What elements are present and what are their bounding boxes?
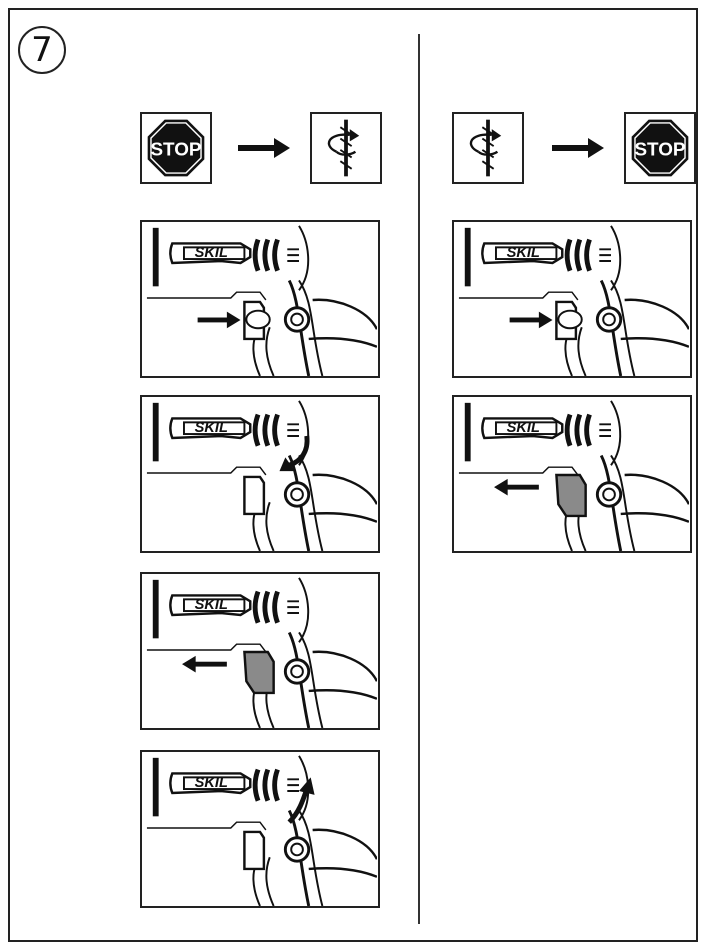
brand-logo: SKIL xyxy=(507,420,540,436)
arrow-left-icon xyxy=(182,655,227,673)
arrow-left-icon xyxy=(494,478,539,496)
left-panel-3-pull-trigger: SKIL xyxy=(140,572,380,730)
brand-logo: SKIL xyxy=(507,245,540,261)
brand-logo: SKIL xyxy=(195,775,228,791)
right-header-arrow-icon xyxy=(552,138,604,158)
instruction-frame xyxy=(8,8,698,942)
right-stop-text: STOP xyxy=(634,140,685,161)
left-stop-sign-icon: STOP xyxy=(140,112,212,184)
arrow-right-icon xyxy=(197,311,241,329)
left-rotation-icon xyxy=(310,112,382,184)
step-number: 7 xyxy=(31,30,53,70)
right-panel-1-press-lock: SKIL xyxy=(452,220,692,378)
column-divider xyxy=(418,34,420,924)
arrow-right-icon xyxy=(509,311,553,329)
brand-logo: SKIL xyxy=(195,420,228,436)
left-panel-2-rotate-down: SKIL xyxy=(140,395,380,553)
right-rotation-icon xyxy=(452,112,524,184)
brand-logo: SKIL xyxy=(195,245,228,261)
left-panel-4-rotate-up: SKIL xyxy=(140,750,380,908)
left-panel-1-press-lock: SKIL xyxy=(140,220,380,378)
left-header-arrow-icon xyxy=(238,138,290,158)
left-stop-text: STOP xyxy=(150,140,201,161)
right-panel-2-pull-trigger: SKIL xyxy=(452,395,692,553)
curved-arrow-up-icon xyxy=(287,777,315,824)
brand-logo: SKIL xyxy=(195,597,228,613)
step-number-badge: 7 xyxy=(18,26,66,74)
right-stop-sign-icon: STOP xyxy=(624,112,696,184)
curved-arrow-down-icon xyxy=(279,435,310,472)
